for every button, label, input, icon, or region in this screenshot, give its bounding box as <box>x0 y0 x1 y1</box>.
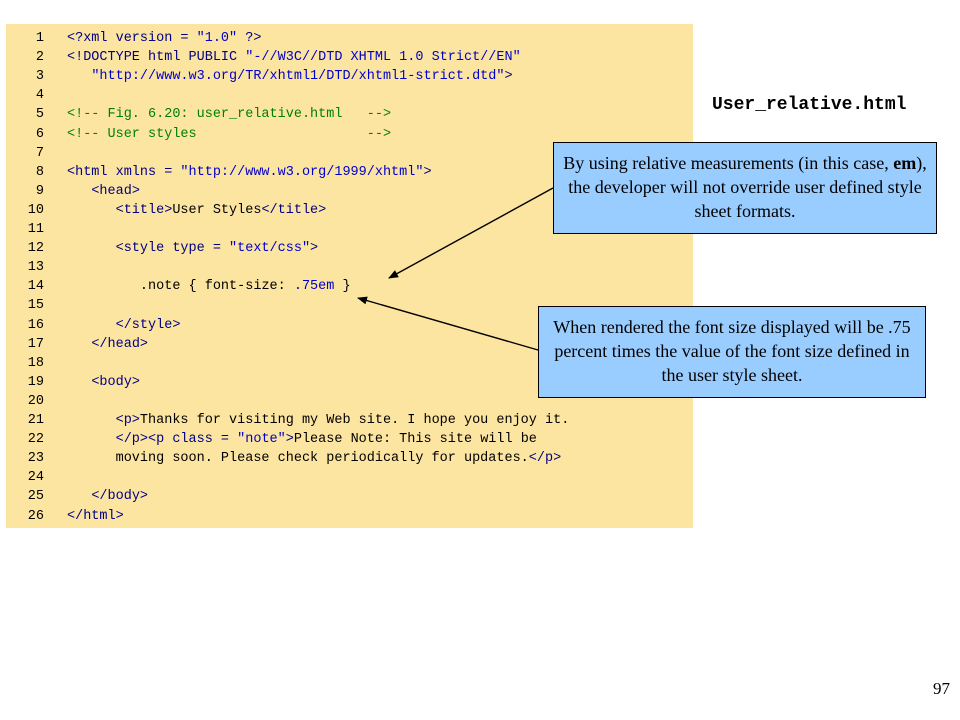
callout-em-text-before: By using relative measurements (in this … <box>563 153 894 173</box>
code-token-com: <!-- Fig. 6.20: user_relative.html --> <box>67 107 392 123</box>
code-token-tag: <html xmlns = <box>67 164 181 180</box>
line-number: 26 <box>27 508 44 524</box>
line-number: 2 <box>35 50 44 66</box>
code-token-tag: </title> <box>261 202 327 218</box>
code-line: 24 <box>6 468 67 487</box>
code-token-str: "text/css" <box>229 241 311 257</box>
code-line: 4 <box>6 86 67 105</box>
line-number: 17 <box>27 336 44 352</box>
arrow-size-callout <box>357 296 539 351</box>
code-token-str: "http://www.w3.org/1999/xhtml" <box>180 164 424 180</box>
line-number: 12 <box>27 241 44 257</box>
line-number: 22 <box>27 432 44 448</box>
line-number: 4 <box>35 88 44 104</box>
code-line: 22 </p><p class = "note">Please Note: Th… <box>6 430 537 449</box>
arrow-em-callout <box>388 187 554 279</box>
code-token-tag: <title> <box>115 202 173 218</box>
line-number: 23 <box>27 451 44 467</box>
code-line: 26 </html> <box>6 507 124 526</box>
code-line: 19 <body> <box>6 373 140 392</box>
code-token-tag: <head> <box>91 183 140 199</box>
code-line: 8 <html xmlns = "http://www.w3.org/1999/x… <box>6 163 432 182</box>
code-listing: 1 <?xml version = "1.0" ?> 2 <!DOCTYPE html… <box>6 24 693 528</box>
code-token-str: .75em <box>293 279 335 295</box>
line-number: 3 <box>35 69 44 85</box>
code-token-txt: Please Note: This site will be <box>293 432 537 448</box>
code-line: 16 </style> <box>6 316 181 335</box>
code-token-str: "note" <box>237 432 286 448</box>
code-token-tag: <!DOCTYPE html PUBLIC <box>67 50 246 66</box>
code-line: 18 <box>6 354 67 373</box>
code-line: 2 <!DOCTYPE html PUBLIC "-//W3C//DTD XHTM… <box>6 48 521 67</box>
code-line: 13 <box>6 258 67 277</box>
code-line: 3 "http://www.w3.org/TR/xhtml1/DTD/xhtml… <box>6 67 513 86</box>
code-line: 14 .note { font-size: .75em } <box>6 277 351 296</box>
line-number: 25 <box>27 489 44 505</box>
callout-size-text: When rendered the font size displayed wi… <box>553 317 911 385</box>
code-line: 15 <box>6 296 67 315</box>
code-token-txt: .note { font-size: <box>139 279 294 295</box>
line-number: 20 <box>27 393 44 409</box>
code-token-tag: </head> <box>91 336 149 352</box>
code-token-tag: ?> <box>237 31 262 46</box>
code-token-str: "http://www.w3.org/TR/xhtml1/DTD/xhtml1-… <box>91 69 505 85</box>
code-line: 17 </head> <box>6 335 148 354</box>
code-token-tag: > <box>310 241 319 257</box>
code-token-tag: </style> <box>115 317 181 333</box>
code-token-txt: } <box>334 279 351 295</box>
code-token-tag: <?xml version = <box>67 31 197 46</box>
code-line: 1 <?xml version = "1.0" ?> <box>6 29 262 48</box>
code-token-tag: </p> <box>528 451 562 467</box>
line-number: 11 <box>27 222 44 237</box>
code-token-tag: > <box>285 432 294 448</box>
line-number: 7 <box>35 145 44 161</box>
file-title: User_relative.html <box>712 95 907 115</box>
code-line: 6 <!-- User styles --> <box>6 125 391 144</box>
code-line: 23 moving soon. Please check periodicall… <box>6 449 561 468</box>
line-number: 1 <box>35 31 44 46</box>
code-token-tag: <style type = <box>115 241 230 257</box>
code-line: 12 <style type = "text/css"> <box>6 239 318 258</box>
line-number: 8 <box>35 164 44 180</box>
line-number: 16 <box>27 317 44 333</box>
code-line: 9 <head> <box>6 182 140 201</box>
code-line: 11 <box>6 220 67 239</box>
code-token-str: "-//W3C//DTD XHTML 1.0 Strict//EN" <box>245 50 521 66</box>
line-number: 15 <box>27 298 44 314</box>
code-token-tag: </html> <box>67 508 124 524</box>
code-token-com: <!-- User styles --> <box>67 126 392 142</box>
line-number: 19 <box>27 374 44 390</box>
callout-relative-measurements: By using relative measurements (in this … <box>553 142 937 234</box>
callout-font-size-explanation: When rendered the font size displayed wi… <box>538 306 926 398</box>
code-line: 21 <p>Thanks for visiting my Web site. I… <box>6 411 570 430</box>
code-token-str: "1.0" <box>196 31 238 46</box>
code-token-txt: User Styles <box>172 202 262 218</box>
code-token-tag: <body> <box>91 374 140 390</box>
code-token-tag: <p> <box>115 413 140 428</box>
code-token-tag: </p><p class = <box>115 432 238 448</box>
code-token-txt: moving soon. Please check periodically f… <box>115 451 529 467</box>
page-number: 97 <box>933 679 950 698</box>
code-line: 10 <title>User Styles</title> <box>6 201 326 220</box>
code-token-tag: > <box>504 69 513 85</box>
code-line: 25 </body> <box>6 487 148 506</box>
line-number: 24 <box>27 470 44 486</box>
code-line: 20 <box>6 392 67 411</box>
line-number: 13 <box>27 260 44 276</box>
callout-em-text-after: ), the developer will not override user … <box>568 153 927 221</box>
line-number: 18 <box>27 355 44 371</box>
line-number: 5 <box>35 107 44 123</box>
code-token-tag: > <box>423 164 432 180</box>
code-line: 5 <!-- Fig. 6.20: user_relative.html --> <box>6 105 391 124</box>
line-number: 9 <box>35 183 44 199</box>
line-number: 6 <box>35 126 44 142</box>
code-line: 7 <box>6 144 67 163</box>
line-number: 21 <box>27 413 44 428</box>
line-number: 14 <box>27 279 44 295</box>
line-number: 10 <box>27 202 44 218</box>
callout-em-keyword: em <box>893 153 917 173</box>
code-token-txt: Thanks for visiting my Web site. I hope … <box>139 413 570 428</box>
code-token-tag: </body> <box>91 489 149 505</box>
